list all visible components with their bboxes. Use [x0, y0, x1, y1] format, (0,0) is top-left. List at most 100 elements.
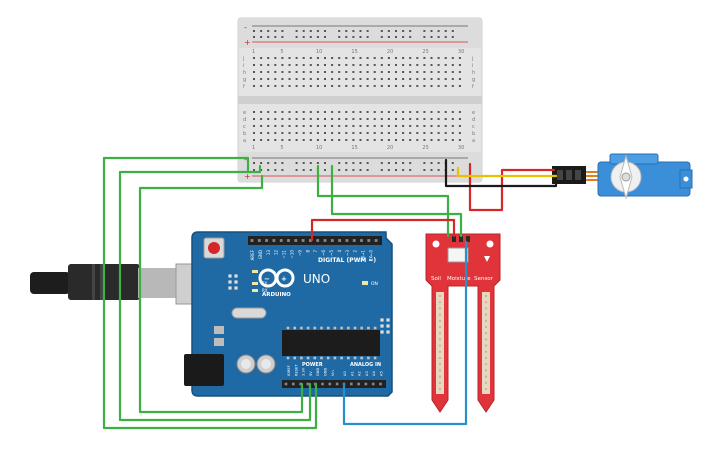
digital-header-holes	[250, 239, 378, 242]
soil-moisture-sensor[interactable]: Soil Moisture Sensor	[425, 233, 501, 413]
row-label-a-right: a	[472, 138, 475, 144]
rail-hole	[345, 30, 348, 32]
wire-green-2[interactable]	[118, 164, 312, 422]
strip-hole	[451, 118, 454, 120]
row-label-e-right: e	[472, 110, 475, 116]
rail-hole	[451, 36, 454, 38]
strip-hole	[352, 85, 355, 87]
analog-header[interactable]	[340, 380, 386, 388]
rail-hole	[302, 30, 305, 32]
strip-hole	[338, 118, 341, 120]
analog-pin-labels: A0 A1 A2 A3 A4 A5	[343, 371, 384, 376]
arduino-uno[interactable]: AREF GND 13 12 ~11 ~10 ~9 8 7 ~6 ~5 4 ~3…	[184, 231, 393, 397]
rail-hole	[253, 30, 255, 32]
header-hole	[294, 239, 298, 242]
rail-hole	[267, 36, 270, 38]
usb-cable-strain-relief	[30, 272, 70, 294]
reset-button-cap[interactable]	[208, 242, 220, 254]
rail-hole	[430, 169, 433, 171]
dc-power-jack[interactable]	[184, 354, 224, 386]
wire-yellow[interactable]	[456, 166, 558, 178]
header-hole	[272, 239, 276, 242]
breadboard-top-rail	[238, 18, 482, 48]
rail-hole	[359, 162, 362, 164]
rail-hole	[451, 30, 454, 32]
probe-dot	[485, 319, 487, 322]
strip-hole	[451, 78, 454, 80]
probe-dot	[439, 363, 441, 366]
strip-hole	[373, 64, 376, 66]
rail-hole	[380, 162, 383, 164]
pin-label-8: 8	[305, 250, 310, 253]
probe-dot	[439, 388, 441, 390]
strip-hole	[331, 118, 334, 120]
rail-hole	[437, 30, 440, 32]
rail-hole	[402, 30, 405, 32]
strip-hole	[451, 111, 454, 113]
chip-pin	[367, 326, 370, 330]
strip-hole	[430, 64, 433, 66]
wire-green-4[interactable]	[316, 164, 450, 238]
wire-green-1[interactable]	[102, 156, 318, 430]
strip-hole	[387, 125, 390, 127]
strip-hole	[437, 64, 440, 66]
strip-hole	[416, 139, 419, 141]
strip-hole	[366, 78, 369, 80]
header-hole	[301, 239, 305, 242]
col-label-top-25: 25	[422, 49, 428, 55]
strip-hole	[253, 85, 255, 87]
strip-hole	[373, 78, 376, 80]
wire-green-3[interactable]	[138, 174, 304, 414]
rail-hole	[402, 169, 405, 171]
strip-hole	[423, 139, 426, 141]
power-header[interactable]	[282, 380, 342, 388]
row-label-j-right: j	[471, 56, 473, 62]
breadboard[interactable]: - + - + 1 5 10 15 20 25 30 1 5 10 15 20 …	[237, 17, 483, 183]
strip-hole	[352, 125, 355, 127]
strip-hole	[316, 139, 319, 141]
strip-hole	[331, 139, 334, 141]
sensor-label-sensor: Sensor	[474, 276, 494, 282]
icsp-pin	[386, 330, 390, 334]
strip-hole	[260, 132, 263, 134]
wire-green-5[interactable]	[330, 164, 463, 238]
header-hole	[338, 239, 341, 242]
wire-blue[interactable]	[342, 240, 468, 426]
strip-hole	[338, 111, 341, 113]
sensor-pin-vcc[interactable]	[452, 236, 456, 242]
strip-hole	[253, 71, 255, 73]
sensor-pin-gnd[interactable]	[459, 236, 463, 242]
strip-hole	[416, 57, 419, 59]
icsp-pin	[380, 330, 384, 334]
rail-hole	[366, 30, 369, 32]
rail-hole	[324, 169, 326, 171]
strip-hole	[345, 118, 348, 120]
strip-hole	[359, 78, 362, 80]
sensor-logo-icon	[484, 256, 490, 262]
strip-hole	[253, 78, 255, 80]
rail-hole	[409, 162, 412, 164]
probe-dot	[485, 350, 487, 353]
strip-hole	[366, 125, 369, 127]
strip-hole	[451, 64, 454, 66]
sensor-pin-sig[interactable]	[466, 236, 470, 242]
col-label-bottom-10: 10	[316, 145, 322, 151]
strip-hole	[451, 57, 454, 59]
strip-hole	[324, 85, 326, 87]
rail-hole	[366, 162, 369, 164]
strip-hole	[359, 64, 362, 66]
strip-hole	[359, 71, 362, 73]
strip-hole	[359, 118, 362, 120]
servo-motor[interactable]	[552, 153, 693, 200]
strip-hole	[402, 64, 405, 66]
probe-dot	[485, 307, 487, 310]
wire-red-2[interactable]	[468, 162, 556, 212]
wire-black[interactable]	[444, 158, 558, 188]
wire-red-1[interactable]	[310, 218, 456, 242]
probe-dot	[439, 369, 441, 372]
strip-hole	[430, 111, 433, 113]
digital-header[interactable]	[248, 236, 382, 245]
strip-hole	[409, 78, 412, 80]
header-hole	[357, 382, 360, 386]
strip-hole	[359, 57, 362, 59]
